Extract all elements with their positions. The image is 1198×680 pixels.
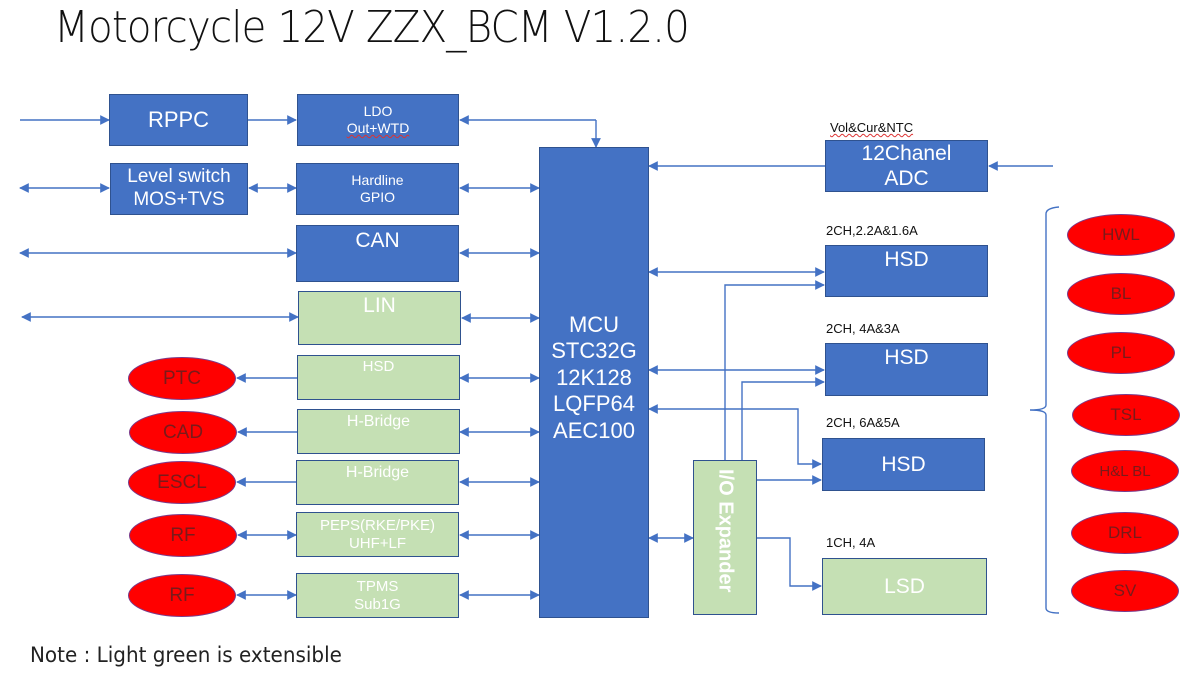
hsd2-label: HSD bbox=[884, 346, 929, 369]
load-group-bracket bbox=[1029, 206, 1060, 614]
hsd1-caption: 2CH,2.2A&1.6A bbox=[826, 223, 918, 238]
load-rf-tpms-label: RF bbox=[169, 584, 195, 606]
load-cad-label: CAD bbox=[162, 421, 204, 443]
adc-block: 12Chanel ADC bbox=[825, 140, 988, 192]
lsd-block: LSD bbox=[822, 558, 987, 615]
mcu-label: MCU bbox=[568, 312, 620, 337]
load-cad: CAD bbox=[129, 411, 237, 454]
legend-note: Note : Light green is extensible bbox=[30, 643, 342, 667]
lsd-caption: 1CH, 4A bbox=[826, 535, 876, 550]
adc-caption: Vol&Cur&NTC bbox=[830, 120, 914, 135]
load-sv: SV bbox=[1071, 570, 1179, 612]
hsd-left-label: HSD bbox=[362, 358, 395, 375]
load-rf-peps-label: RF bbox=[170, 524, 196, 546]
hbridge2-block: H-Bridge bbox=[296, 460, 459, 505]
load-tsl: TSL bbox=[1072, 394, 1180, 436]
hbridge2-label: H-Bridge bbox=[345, 464, 410, 481]
hsd2-block: HSD bbox=[825, 343, 988, 396]
mcu-part-variant: 12K128 bbox=[556, 364, 632, 390]
can-label: CAN bbox=[355, 229, 400, 252]
tpms-sublabel: Sub1G bbox=[354, 595, 401, 613]
load-bl: BL bbox=[1067, 273, 1175, 315]
hardline-gpio-block: Hardline GPIO bbox=[296, 163, 459, 215]
load-drl-label: DRL bbox=[1107, 523, 1142, 542]
load-rf-tpms: RF bbox=[128, 574, 236, 617]
hsd-left-block: HSD bbox=[297, 355, 460, 400]
diagram-title: Motorcycle 12V ZZX_BCM V1.2.0 bbox=[54, 2, 690, 53]
wire-expander-hsd2 bbox=[741, 377, 825, 460]
ldo-label: LDO bbox=[363, 103, 393, 120]
level-switch-label: Level switch bbox=[127, 166, 231, 188]
load-bl-label: BL bbox=[1110, 284, 1132, 303]
mcu-grade: AEC100 bbox=[553, 417, 635, 443]
load-hwl: HWL bbox=[1067, 214, 1175, 256]
ldo-block: LDO Out+WTD bbox=[297, 94, 459, 146]
adc-sublabel: ADC bbox=[884, 167, 929, 190]
can-block: CAN bbox=[296, 225, 459, 282]
hsd3-caption: 2CH, 6A&5A bbox=[826, 415, 900, 430]
load-drl: DRL bbox=[1071, 512, 1179, 554]
level-switch-sublabel: MOS+TVS bbox=[133, 189, 225, 210]
io-expander-label: I/O Expander bbox=[714, 469, 737, 593]
load-escl: ESCL bbox=[128, 461, 236, 504]
load-ptc: PTC bbox=[128, 357, 236, 400]
hsd1-label: HSD bbox=[884, 248, 929, 271]
load-escl-label: ESCL bbox=[157, 471, 207, 493]
load-tsl-label: TSL bbox=[1110, 405, 1142, 424]
hsd3-label: HSD bbox=[881, 452, 926, 476]
wire-expander-lsd bbox=[757, 537, 822, 591]
hsd2-caption: 2CH, 4A&3A bbox=[826, 321, 900, 336]
hsd3-block: HSD bbox=[822, 438, 985, 491]
load-hl-bl-label: H&L BL bbox=[1099, 462, 1151, 480]
level-switch-block: Level switch MOS+TVS bbox=[110, 163, 248, 215]
tpms-label: TPMS bbox=[356, 577, 399, 595]
adc-label: 12Chanel bbox=[861, 141, 952, 165]
mcu-package: LQFP64 bbox=[553, 391, 635, 417]
hbridge1-label: H-Bridge bbox=[346, 413, 411, 430]
lsd-label: LSD bbox=[884, 574, 925, 598]
load-rf-peps: RF bbox=[129, 514, 237, 557]
lin-label: LIN bbox=[363, 294, 396, 317]
rppc-block: RPPC bbox=[109, 94, 248, 146]
load-pl-label: PL bbox=[1110, 343, 1132, 362]
wire-mcu-hsd3 bbox=[648, 404, 822, 469]
peps-label: PEPS(RKE/PKE) bbox=[319, 516, 436, 534]
rppc-label: RPPC bbox=[147, 106, 210, 132]
mcu-block: MCU STC32G 12K128 LQFP64 AEC100 bbox=[539, 147, 649, 618]
load-sv-label: SV bbox=[1113, 581, 1137, 600]
mcu-part-family: STC32G bbox=[551, 338, 637, 364]
hsd1-block: HSD bbox=[825, 245, 988, 297]
load-pl: PL bbox=[1067, 332, 1175, 374]
tpms-block: TPMS Sub1G bbox=[296, 573, 459, 618]
hardline-sublabel: GPIO bbox=[359, 189, 395, 205]
hardline-label: Hardline bbox=[351, 172, 404, 189]
load-ptc-label: PTC bbox=[163, 367, 201, 389]
peps-sublabel: UHF+LF bbox=[348, 534, 407, 552]
lin-block: LIN bbox=[298, 291, 461, 345]
load-hl-bl: H&L BL bbox=[1071, 450, 1179, 492]
load-hwl-label: HWL bbox=[1102, 225, 1140, 244]
peps-block: PEPS(RKE/PKE) UHF+LF bbox=[296, 512, 459, 557]
wire-expander-hsd1 bbox=[724, 280, 825, 460]
io-expander-block: I/O Expander bbox=[693, 460, 757, 615]
ldo-sublabel: Out+WTD bbox=[346, 120, 410, 136]
hbridge1-block: H-Bridge bbox=[297, 409, 460, 454]
